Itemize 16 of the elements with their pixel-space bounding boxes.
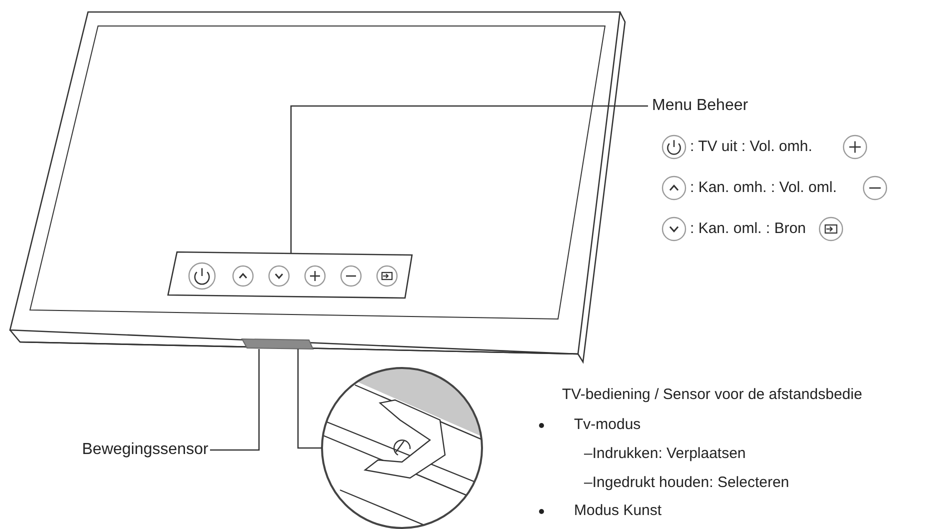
list-item: –Ingedrukt houden: Selecteren — [584, 473, 790, 493]
motion-sensor — [241, 338, 314, 350]
button-description: : TV uit : Vol. omh. — [690, 137, 812, 157]
list-item: –Indrukken: Verplaatsen — [584, 444, 746, 464]
callout-label: Bewegingssensor — [82, 439, 208, 461]
list-item: Modus Kunst — [574, 501, 662, 521]
leader-line — [210, 349, 260, 451]
leader-line — [290, 105, 648, 253]
button-description: : Kan. oml. : Bron — [690, 219, 806, 239]
picture — [321, 367, 483, 529]
button-description: : Kan. omh. : Vol. oml. — [690, 178, 837, 198]
list-item: Tv-modus — [574, 415, 641, 435]
section-heading: TV-bediening / Sensor voor de afstandsbedie — [562, 385, 862, 405]
leader-line — [297, 349, 322, 449]
callout-label: Menu Beheer — [652, 95, 748, 117]
control-panel — [167, 251, 413, 299]
